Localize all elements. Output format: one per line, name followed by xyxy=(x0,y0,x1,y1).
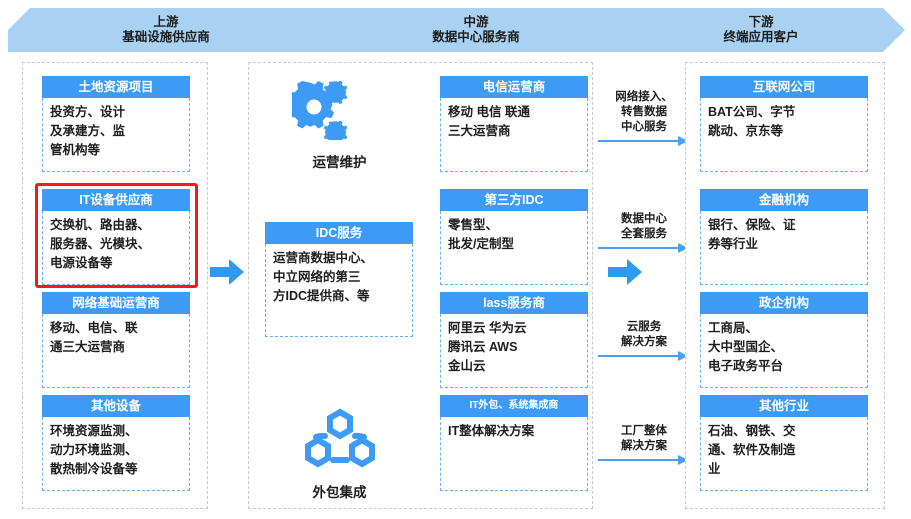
card-third-party-idc[interactable]: 第三方IDC 零售型、 批发/定制型 xyxy=(440,189,588,285)
card-network-infrastructure-operator[interactable]: 网络基础运营商 移动、电信、联 通三大运营商 xyxy=(42,292,190,388)
connector-label: 云服务 解决方案 xyxy=(621,321,667,348)
card-body: 移动 电信 联通 三大运营商 xyxy=(440,98,588,172)
banner-downstream-subtitle: 终端应用客户 xyxy=(723,30,799,44)
banner-segment-upstream: 上游 基础设施供应商 xyxy=(16,15,316,45)
banner-midstream-title: 中游 xyxy=(463,15,489,29)
connector-factory-overall-solution: 工厂整体 解决方案 xyxy=(598,424,690,465)
card-title: 土地资源项目 xyxy=(42,76,190,98)
icon-block-caption: 外包集成 xyxy=(312,485,367,500)
arrow-upstream-to-midstream xyxy=(210,258,244,291)
card-body: 移动、电信、联 通三大运营商 xyxy=(42,314,190,388)
network-nodes-icon xyxy=(304,408,375,468)
card-body: 零售型、 批发/定制型 xyxy=(440,211,588,285)
block-arrow-icon xyxy=(210,259,244,285)
connector-label: 数据中心 全套服务 xyxy=(621,213,667,240)
gears-icon xyxy=(286,80,373,145)
banner-midstream-subtitle: 数据中心服务商 xyxy=(432,30,520,44)
connector-network-access: 网络接入、 转售数据 中心服务 xyxy=(598,90,690,146)
card-title: 其他设备 xyxy=(42,395,190,417)
connector-arrow-icon xyxy=(598,136,690,146)
card-title: 互联网公司 xyxy=(700,76,868,98)
card-title: IDC服务 xyxy=(265,222,413,244)
card-title: 第三方IDC xyxy=(440,189,588,211)
banner-segment-downstream: 下游 终端应用客户 xyxy=(636,15,886,45)
value-chain-banner: 上游 基础设施供应商 中游 数据中心服务商 下游 终端应用客户 xyxy=(8,6,905,54)
card-title: 金融机构 xyxy=(700,189,868,211)
banner-upstream-subtitle: 基础设施供应商 xyxy=(122,30,210,44)
card-title: lass服务商 xyxy=(440,292,588,314)
card-body: 工商局、 大中型国企、 电子政务平台 xyxy=(700,314,868,388)
connector-datacenter-full-service: 数据中心 全套服务 xyxy=(598,212,690,253)
card-body: 投资方、设计 及承建方、监 管机构等 xyxy=(42,98,190,172)
icon-block-caption: 运营维护 xyxy=(312,155,367,170)
icon-block-outsourcing-integration: 外包集成 xyxy=(262,408,417,501)
card-body: 运营商数据中心、 中立网络的第三 方IDC提供商、等 xyxy=(265,244,413,337)
card-title: IT外包、系统集成商 xyxy=(440,395,588,417)
card-financial-institution[interactable]: 金融机构 银行、保险、证 券等行业 xyxy=(700,189,868,285)
connector-arrow-icon xyxy=(598,455,690,465)
card-body: BAT公司、字节 跳动、京东等 xyxy=(700,98,868,172)
card-body: 阿里云 华为云 腾讯云 AWS 金山云 xyxy=(440,314,588,388)
card-it-equipment-supplier[interactable]: IT设备供应商 交换机、路由器、 服务器、光模块、 电源设备等 xyxy=(42,189,190,285)
card-title: 政企机构 xyxy=(700,292,868,314)
banner-segment-midstream: 中游 数据中心服务商 xyxy=(326,15,626,45)
card-body: 交换机、路由器、 服务器、光模块、 电源设备等 xyxy=(42,211,190,285)
card-title: 网络基础运营商 xyxy=(42,292,190,314)
card-iaas-provider[interactable]: lass服务商 阿里云 华为云 腾讯云 AWS 金山云 xyxy=(440,292,588,388)
connector-arrow-icon xyxy=(598,351,690,361)
icon-block-operations-maintenance: 运营维护 xyxy=(262,78,417,171)
card-it-outsourcing-system-integrator[interactable]: IT外包、系统集成商 IT整体解决方案 xyxy=(440,395,588,491)
connector-label: 网络接入、 转售数据 中心服务 xyxy=(615,91,673,133)
connector-cloud-service-solution: 云服务 解决方案 xyxy=(598,320,690,361)
card-body: IT整体解决方案 xyxy=(440,417,588,491)
card-title: IT设备供应商 xyxy=(42,189,190,211)
banner-upstream-title: 上游 xyxy=(153,15,179,29)
card-body: 环境资源监测、 动力环境监测、 散热制冷设备等 xyxy=(42,417,190,491)
card-internet-company[interactable]: 互联网公司 BAT公司、字节 跳动、京东等 xyxy=(700,76,868,172)
card-title: 其他行业 xyxy=(700,395,868,417)
banner-chevron-shape xyxy=(8,8,905,52)
banner-downstream-title: 下游 xyxy=(748,15,774,29)
card-government-enterprise[interactable]: 政企机构 工商局、 大中型国企、 电子政务平台 xyxy=(700,292,868,388)
card-other-industries[interactable]: 其他行业 石油、钢铁、交 通、软件及制造 业 xyxy=(700,395,868,491)
block-arrow-icon xyxy=(608,259,642,285)
connector-label: 工厂整体 解决方案 xyxy=(621,425,667,452)
card-telecom-operator[interactable]: 电信运营商 移动 电信 联通 三大运营商 xyxy=(440,76,588,172)
connector-arrow-icon xyxy=(598,243,690,253)
card-land-resource-project[interactable]: 土地资源项目 投资方、设计 及承建方、监 管机构等 xyxy=(42,76,190,172)
card-title: 电信运营商 xyxy=(440,76,588,98)
arrow-midstream-to-downstream xyxy=(608,258,642,291)
card-idc-service[interactable]: IDC服务 运营商数据中心、 中立网络的第三 方IDC提供商、等 xyxy=(265,222,413,337)
card-other-equipment[interactable]: 其他设备 环境资源监测、 动力环境监测、 散热制冷设备等 xyxy=(42,395,190,491)
card-body: 石油、钢铁、交 通、软件及制造 业 xyxy=(700,417,868,491)
card-body: 银行、保险、证 券等行业 xyxy=(700,211,868,285)
